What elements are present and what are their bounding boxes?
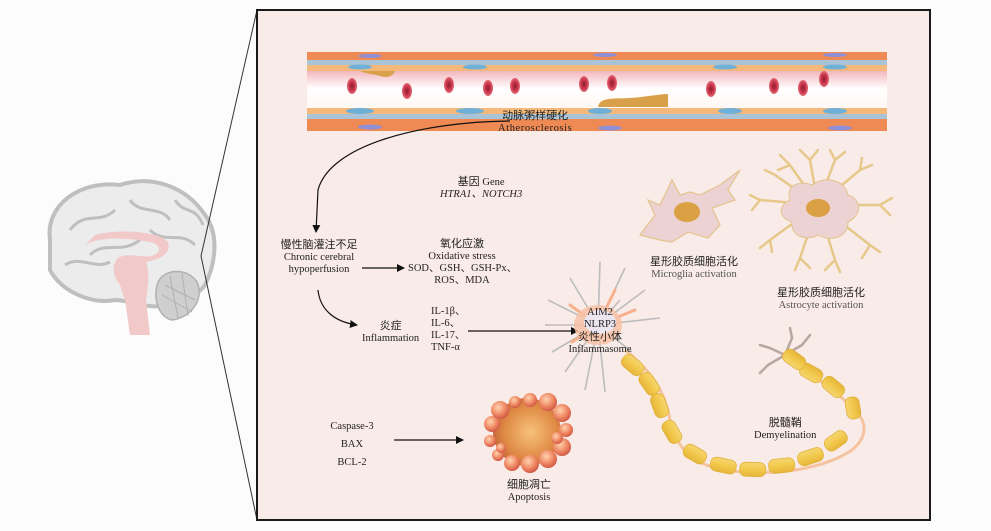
oxidative-stress-label: 氧化应激 Oxidative stress SOD、GSH、GSH-Px、 RO… (408, 237, 518, 287)
inflammasome-label: AIM2 NLRP3 炎性小体 Inflammasome (560, 307, 640, 356)
astrocyte-en: Astrocyte activation (778, 299, 864, 311)
cytokine: IL-6、 (431, 318, 461, 330)
apoptosis-markers: Caspase-3 BAX BCL-2 (322, 418, 382, 472)
inflammasome-zh: 炎性小体 (578, 330, 622, 344)
microglia-cell (638, 169, 741, 243)
blood-vessel (307, 52, 887, 131)
inflammation-en: Inflammation (362, 332, 420, 344)
demyelination-en: Demyelination (754, 429, 817, 441)
gene-en: Gene (482, 177, 505, 188)
demyelination-label: 脱髓鞘 Demyelination (754, 416, 817, 442)
gene-zh: 基因 (457, 175, 480, 188)
microglia-label: 星形胶质细胞活化 Microglia activation (650, 255, 738, 281)
hypoperfusion-zh: 慢性脑灌注不足 (280, 238, 358, 251)
atherosclerosis-en: Atherosclerosis (498, 122, 573, 134)
inflammation-zh: 炎症 (379, 319, 402, 332)
inflammasome-cell (545, 261, 661, 393)
microglia-zh: 星形胶质细胞活化 (650, 255, 738, 268)
hypoperfusion-en-2: hypoperfusion (288, 263, 350, 275)
atherosclerosis-label: 动脉粥样硬化 Atherosclerosis (498, 109, 573, 135)
astrocyte-zh: 星形胶质细胞活化 (777, 286, 865, 299)
brain-illustration (47, 179, 217, 335)
plaque (360, 71, 395, 77)
demyelination-zh: 脱髓鞘 (768, 416, 802, 429)
gene-names: HTRA1、NOTCH3 (440, 189, 523, 201)
hypoperfusion-label: 慢性脑灌注不足 Chronic cerebral hypoperfusion (276, 238, 362, 276)
atherosclerosis-zh: 动脉粥样硬化 (502, 109, 569, 122)
astrocyte-label: 星形胶质细胞活化 Astrocyte activation (777, 286, 865, 312)
inflammasome-en: Inflammasome (568, 343, 632, 355)
microglia-en: Microglia activation (651, 268, 737, 280)
apoptosis-en: Apoptosis (507, 491, 551, 503)
plaque (598, 94, 668, 107)
arrow-to-inflammation (317, 289, 358, 329)
cytokine: IL-1β、 (431, 306, 466, 317)
oxidative-zh: 氧化应激 (440, 237, 484, 250)
apoptosis-label: 细胞凋亡 Apoptosis (507, 478, 551, 504)
apoptosis-marker: BCL-2 (337, 456, 367, 468)
apoptosis-zh: 细胞凋亡 (507, 478, 551, 491)
cytokine: TNF-α (431, 342, 460, 354)
zoom-line-top (200, 9, 258, 257)
cytokine: IL-17、 (431, 330, 466, 342)
myelinated-axon (621, 326, 866, 478)
red-blood-cells (347, 71, 829, 99)
oxidative-en: Oxidative stress (428, 250, 496, 262)
zoom-line-bottom (200, 255, 258, 521)
oxidative-markers-1: SOD、GSH、GSH-Px、 (408, 262, 518, 274)
apoptotic-cell (484, 393, 573, 473)
inflammasome-nlrp3: NLRP3 (583, 319, 617, 331)
inflammasome-aim2: AIM2 (587, 307, 613, 318)
hypoperfusion-en-1: Chronic cerebral (283, 251, 355, 263)
cytokine-list: IL-1β、 IL-6、 IL-17、 TNF-α (431, 306, 466, 354)
inflammation-label: 炎症 Inflammation (362, 319, 420, 345)
oxidative-markers-2: ROS、MDA (434, 274, 490, 286)
gene-label: 基因 Gene HTRA1、NOTCH3 (440, 175, 523, 201)
apoptosis-marker: BAX (340, 438, 364, 450)
apoptosis-marker: Caspase-3 (330, 421, 374, 432)
astrocyte-cell (748, 148, 894, 274)
arrow-atherosclerosis-to-hypoperfusion (312, 120, 511, 233)
